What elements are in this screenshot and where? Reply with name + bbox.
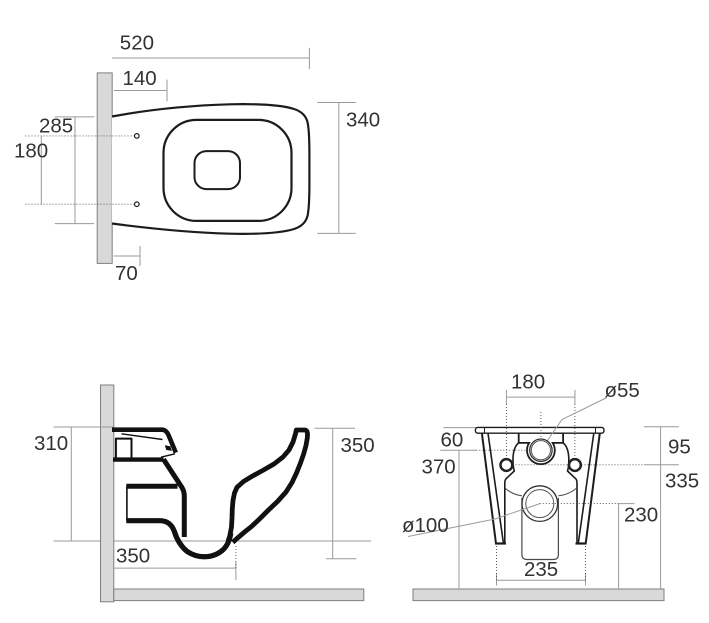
svg-text:520: 520	[120, 31, 154, 54]
svg-text:180: 180	[511, 370, 545, 393]
svg-text:350: 350	[341, 434, 375, 457]
svg-text:180: 180	[14, 139, 48, 162]
svg-text:ø55: ø55	[605, 379, 640, 402]
svg-text:340: 340	[346, 109, 380, 132]
svg-text:140: 140	[123, 67, 157, 90]
svg-text:ø100: ø100	[402, 514, 449, 537]
svg-text:285: 285	[39, 115, 73, 138]
svg-text:370: 370	[422, 455, 456, 478]
svg-text:235: 235	[524, 558, 558, 581]
svg-text:230: 230	[624, 504, 658, 527]
svg-text:60: 60	[441, 429, 464, 452]
svg-text:350: 350	[116, 545, 150, 568]
svg-text:335: 335	[665, 470, 699, 493]
svg-text:95: 95	[668, 436, 691, 459]
svg-text:310: 310	[34, 432, 68, 455]
svg-text:70: 70	[115, 262, 138, 285]
